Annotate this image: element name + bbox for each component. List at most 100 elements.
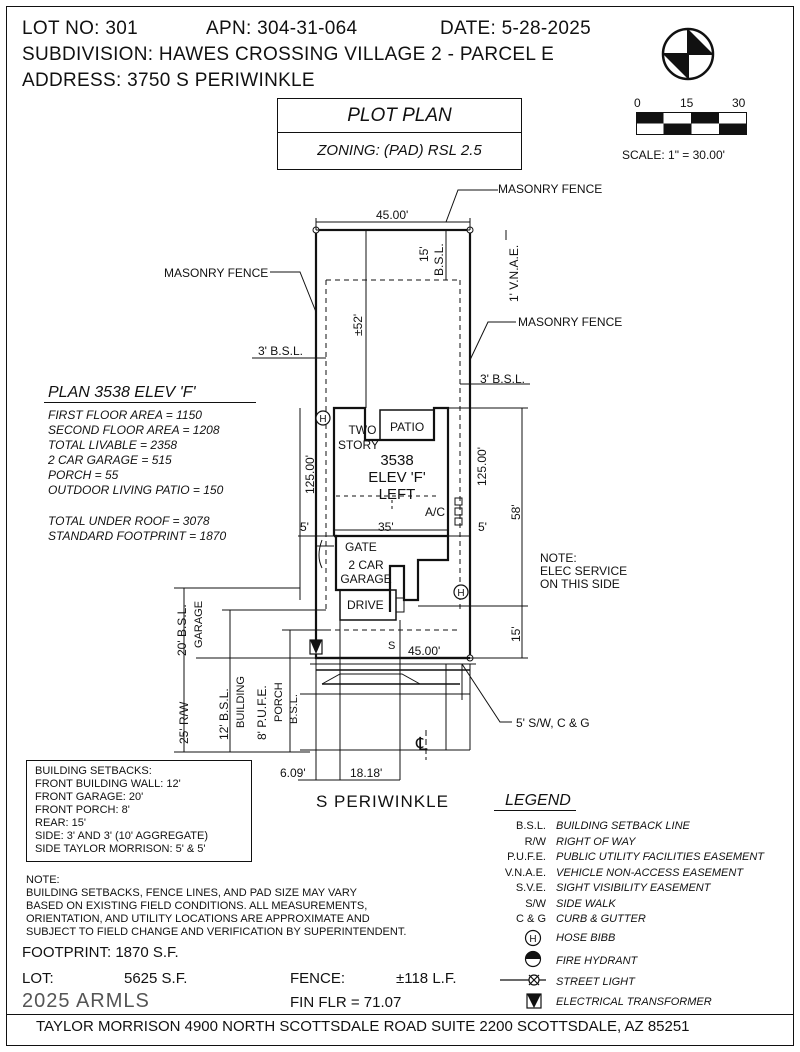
sidewalk-label: 5' S/W, C & G bbox=[516, 716, 590, 730]
patio-label: PATIO bbox=[390, 420, 425, 434]
legend-abbr: B.S.L. bbox=[516, 820, 546, 832]
side-5-right: 5' bbox=[478, 520, 487, 534]
rw-25: 25' R/W bbox=[177, 701, 191, 744]
dim-15-front: 15' bbox=[509, 626, 523, 642]
legend-title: LEGEND bbox=[505, 792, 571, 809]
plan-title: PLAN 3538 ELEV 'F' bbox=[48, 384, 196, 401]
elec-note-title: NOTE: bbox=[540, 551, 577, 565]
masonry-fence-right: MASONRY FENCE bbox=[518, 315, 623, 329]
vnae-label: 1' V.N.A.E. bbox=[507, 245, 521, 302]
legend-abbr: S.V.E. bbox=[515, 882, 546, 894]
drive-label: DRIVE bbox=[347, 598, 384, 612]
bsl-15-dim: 15' bbox=[417, 246, 431, 262]
total-under-roof: TOTAL UNDER ROOF = 3078 bbox=[48, 514, 210, 528]
dim-18-18: 18.18' bbox=[350, 766, 383, 780]
legend-row-cg: C & G CURB & GUTTER bbox=[470, 913, 764, 929]
address: ADDRESS: 3750 S PERIWINKLE bbox=[22, 70, 315, 91]
subdivision: SUBDIVISION: HAWES CROSSING VILLAGE 2 - … bbox=[22, 44, 555, 65]
lot-number: LOT NO: 301 bbox=[22, 18, 138, 39]
legend-list: B.S.L. BUILDING SETBACK LINE R/W RIGHT O… bbox=[470, 820, 764, 929]
bsl-20-garage: 20' B.S.L. bbox=[175, 604, 189, 656]
bottom-width-dim: 45.00' bbox=[408, 644, 441, 658]
total-livable: TOTAL LIVABLE = 2358 bbox=[48, 438, 178, 452]
lot-depth-right: 125.00' bbox=[475, 447, 489, 486]
legend-desc: PUBLIC UTILITY FACILITIES EASEMENT bbox=[556, 851, 765, 863]
bsl-12-building: 12' B.S.L. bbox=[217, 688, 231, 740]
bsl-3-right: 3' B.S.L. bbox=[480, 372, 525, 386]
dim-6-09: 6.09' bbox=[280, 766, 306, 780]
legend-abbr: P.U.F.E. bbox=[507, 851, 546, 863]
hose-bibb-icon: H bbox=[453, 584, 469, 600]
fire-hydrant-icon bbox=[524, 950, 542, 968]
ac-label: A/C bbox=[425, 505, 446, 519]
dim-58: 58' bbox=[509, 504, 523, 520]
porch-area: PORCH = 55 bbox=[48, 468, 119, 482]
gate-label: GATE bbox=[345, 540, 377, 554]
lot-area-label: LOT: bbox=[22, 970, 54, 987]
house-orientation: LEFT bbox=[378, 486, 416, 503]
two-story-line2: STORY bbox=[338, 438, 379, 452]
footer-line bbox=[6, 1014, 794, 1015]
s-mark: S bbox=[388, 640, 396, 652]
two-story-label: TWO STORY bbox=[338, 423, 379, 453]
legend-desc: RIGHT OF WAY bbox=[556, 835, 636, 848]
garage-label: 2 CAR GARAGE bbox=[338, 558, 394, 586]
legend-title-underline bbox=[494, 810, 576, 811]
hose-bibb-icon: H bbox=[315, 410, 331, 426]
svg-text:H: H bbox=[529, 934, 536, 945]
street-name: S PERIWINKLE bbox=[316, 792, 449, 811]
legend-abbr: V.N.A.E. bbox=[504, 866, 546, 879]
masonry-fence-top: MASONRY FENCE bbox=[498, 182, 603, 196]
house-elevation: ELEV 'F' bbox=[368, 469, 426, 486]
garage-line2: GARAGE bbox=[340, 572, 392, 586]
legend-fire-hydrant: FIRE HYDRANT bbox=[556, 955, 638, 967]
title-box: PLOT PLAN ZONING: (PAD) RSL 2.5 bbox=[277, 98, 522, 170]
patio-area: OUTDOOR LIVING PATIO = 150 bbox=[48, 483, 224, 497]
legend-abbr: C & G bbox=[516, 913, 546, 925]
elec-note: NOTE: ELEC SERVICE ON THIS SIDE bbox=[540, 552, 627, 591]
scale-tick-15: 15 bbox=[680, 96, 694, 110]
note-line3: ORIENTATION, AND UTILITY LOCATIONS ARE A… bbox=[26, 913, 370, 925]
plan-title-underline bbox=[44, 402, 256, 403]
watermark: 2025 ARMLS bbox=[22, 990, 150, 1012]
legend-desc: SIGHT VISIBILITY EASEMENT bbox=[556, 882, 711, 894]
legend-desc: BUILDING SETBACK LINE bbox=[556, 820, 690, 832]
setback-rear: REAR: 15' bbox=[35, 817, 87, 829]
elec-note-line2: ON THIS SIDE bbox=[540, 577, 620, 591]
scale-tick-0: 0 bbox=[634, 96, 641, 110]
first-floor-area: FIRST FLOOR AREA = 1150 bbox=[48, 408, 202, 422]
scale-label: SCALE: 1" = 30.00' bbox=[622, 148, 725, 162]
fin-floor: FIN FLR = 71.07 bbox=[290, 994, 402, 1011]
top-width-dim: 45.00' bbox=[376, 208, 409, 222]
legend-street-light: STREET LIGHT bbox=[556, 976, 635, 988]
centerline-mark: ℄ bbox=[416, 734, 428, 754]
lot-depth-left: 125.00' bbox=[303, 455, 317, 494]
setbacks-title: BUILDING SETBACKS: bbox=[35, 765, 152, 777]
legend-row-bsl: B.S.L. BUILDING SETBACK LINE bbox=[470, 820, 764, 836]
zoning: ZONING: (PAD) RSL 2.5 bbox=[317, 142, 482, 159]
setback-front-porch: FRONT PORCH: 8' bbox=[35, 804, 130, 816]
note-line1: BUILDING SETBACKS, FENCE LINES, AND PAD … bbox=[26, 887, 357, 899]
legend-row-rw: R/W RIGHT OF WAY bbox=[470, 836, 764, 852]
electrical-transformer-icon bbox=[526, 993, 542, 1009]
bsl-top-label: B.S.L. bbox=[432, 243, 446, 276]
legend-desc: VEHICLE NON-ACCESS EASEMENT bbox=[556, 866, 744, 879]
notes: NOTE: BUILDING SETBACKS, FENCE LINES, AN… bbox=[26, 874, 406, 939]
scale-tick-30: 30 bbox=[732, 96, 746, 110]
legend-abbr: S/W bbox=[525, 897, 546, 910]
legend-desc: SIDE WALK bbox=[556, 897, 616, 910]
legend-electrical-transformer: ELECTRICAL TRANSFORMER bbox=[556, 996, 712, 1008]
depth-52-dim: ±52' bbox=[351, 314, 365, 336]
building-setbacks-box: BUILDING SETBACKS: FRONT BUILDING WALL: … bbox=[26, 760, 252, 862]
legend-row-vnae: V.N.A.E. VEHICLE NON-ACCESS EASEMENT bbox=[470, 867, 764, 883]
setback-front-garage: FRONT GARAGE: 20' bbox=[35, 791, 144, 803]
scale-bar bbox=[636, 112, 747, 135]
plan-totals: TOTAL UNDER ROOF = 3078 STANDARD FOOTPRI… bbox=[48, 514, 226, 544]
page-border bbox=[6, 6, 794, 1046]
bsl-3-left: 3' B.S.L. bbox=[258, 344, 303, 358]
pufe-8: 8' P.U.F.E. bbox=[255, 685, 269, 740]
two-story-line1: TWO bbox=[348, 423, 377, 437]
legend-abbr: R/W bbox=[524, 835, 546, 848]
date: DATE: 5-28-2025 bbox=[440, 18, 591, 39]
